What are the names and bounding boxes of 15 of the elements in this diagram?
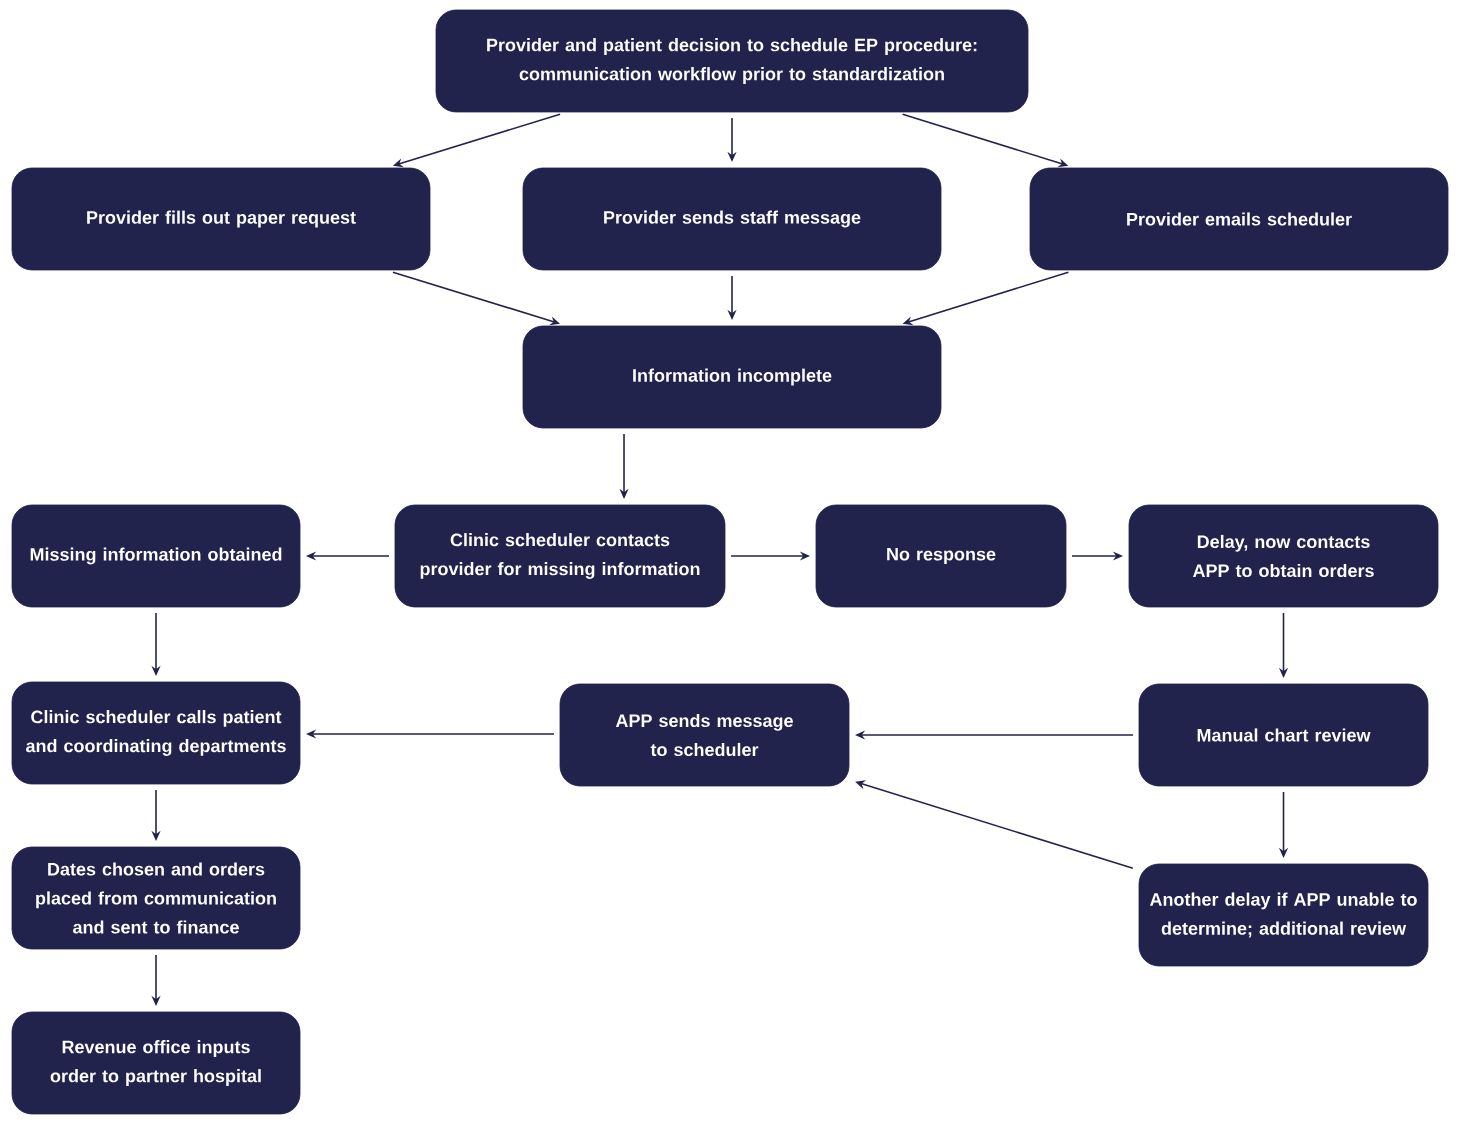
title-box: Provider and patient decision to schedule EP procedure: communication workflow prior to standardization [435,9,1029,113]
process-box: Information incomplete [522,325,942,429]
process-box: Clinic scheduler calls patient and coordinating departments [11,681,301,785]
process-box: Provider sends staff message [522,167,942,271]
process-box: Another delay if APP unable to determine; additional review [1138,863,1429,967]
process-box: Dates chosen and orders placed from communication and sent to finance [11,846,301,950]
process-box: Delay, now contacts APP to obtain orders [1128,504,1439,608]
process-box: Provider emails scheduler [1029,167,1449,271]
process-box: Missing information obtained [11,504,301,608]
process-box: APP sends message to scheduler [559,683,850,787]
process-box: Provider fills out paper request [11,167,431,271]
process-box: No response [815,504,1067,608]
process-box: Revenue office inputs order to partner hospital [11,1011,301,1115]
process-box: Clinic scheduler contacts provider for missing information [394,504,726,608]
process-box: Manual chart review [1138,683,1429,787]
